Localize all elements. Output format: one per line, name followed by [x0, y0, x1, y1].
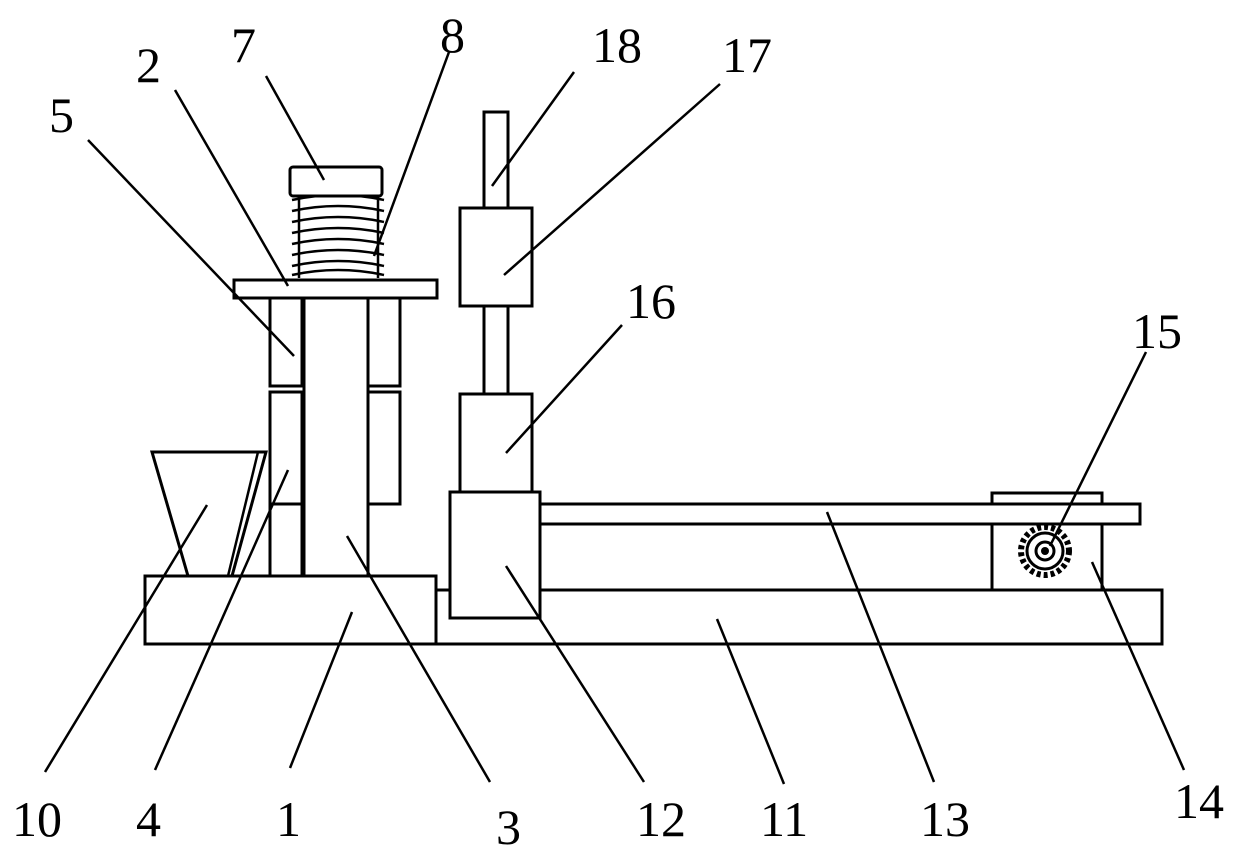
part-11-base-rail — [436, 590, 1162, 644]
motor-top-cap — [992, 493, 1102, 504]
label-4: 4 — [136, 791, 161, 847]
right-upper-guide — [368, 298, 400, 386]
leader-17 — [504, 84, 720, 275]
label-12: 12 — [636, 791, 686, 847]
part-4-left-lower-guide — [270, 392, 302, 504]
left-guide-foot — [270, 504, 302, 576]
leader-13 — [827, 512, 934, 782]
label-3: 3 — [496, 799, 521, 855]
leader-5 — [88, 140, 294, 356]
label-18: 18 — [592, 17, 642, 73]
part-2-top-plate — [234, 280, 437, 298]
part-7-cap — [290, 167, 382, 196]
leader-2 — [175, 90, 288, 286]
part-3-central-column — [304, 298, 368, 576]
leader-16 — [506, 325, 622, 453]
part-8-spring — [292, 194, 384, 278]
label-15: 15 — [1132, 303, 1182, 359]
part-5-left-upper-guide — [270, 298, 302, 386]
part-16-lower-block — [460, 394, 532, 492]
part-1-base-block — [145, 576, 436, 644]
label-8: 8 — [440, 7, 465, 63]
label-13: 13 — [920, 791, 970, 847]
label-10: 10 — [12, 791, 62, 847]
leader-8 — [374, 52, 449, 256]
part-13-rack-bar — [540, 504, 1140, 524]
part-17-upper-slider — [460, 208, 532, 306]
label-1: 1 — [276, 791, 301, 847]
label-11: 11 — [760, 791, 808, 847]
label-14: 14 — [1174, 773, 1224, 829]
right-lower-guide — [368, 392, 400, 504]
label-16: 16 — [626, 273, 676, 329]
leader-7 — [266, 76, 324, 180]
label-2: 2 — [136, 37, 161, 93]
label-7: 7 — [231, 17, 256, 73]
label-17: 17 — [722, 27, 772, 83]
label-5: 5 — [49, 87, 74, 143]
